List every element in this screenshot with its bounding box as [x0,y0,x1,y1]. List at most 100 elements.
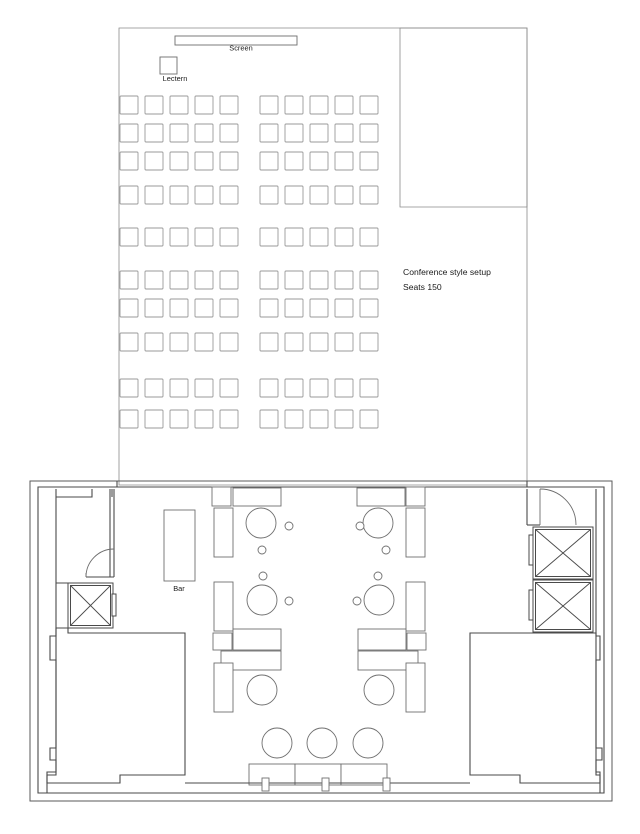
right-door-swing [539,488,577,526]
chair [359,123,379,143]
chair [284,123,304,143]
screen-fixture [174,35,298,46]
chair [194,185,214,205]
chair [334,378,354,398]
chair [219,151,239,171]
chair [169,270,189,290]
chair [309,95,329,115]
chair [334,185,354,205]
bottom-seating-row [248,727,388,786]
chair [284,298,304,318]
chair [194,332,214,352]
left-service-core [56,489,115,584]
breakout-room-outline [399,27,528,208]
chair [144,332,164,352]
chair [359,227,379,247]
lectern-label: Lectern [163,74,188,83]
chair [334,409,354,429]
elevator-right-lower [528,579,594,633]
chair [119,270,139,290]
chair [194,298,214,318]
chair [284,227,304,247]
chair [194,227,214,247]
chair [144,151,164,171]
chair [219,298,239,318]
elevator-left [67,582,117,629]
chair [284,95,304,115]
bottom-window-mullions [185,777,470,792]
chair [119,298,139,318]
chair [309,151,329,171]
chair [284,270,304,290]
bar-label: Bar [173,584,185,593]
lounge-cluster-mid-right [352,571,427,671]
chair [334,270,354,290]
setup-note-line-1: Conference style setup [403,267,491,277]
chair [259,95,279,115]
chair [259,332,279,352]
chair [259,270,279,290]
chair [119,227,139,247]
lounge-cluster-lower-left [213,662,278,713]
chair [119,185,139,205]
chair [284,151,304,171]
chair [144,378,164,398]
chair [309,409,329,429]
chair [169,409,189,429]
lower-right-room [469,632,603,784]
left-door-swing [85,548,115,578]
chair [144,298,164,318]
chair [309,270,329,290]
chair [309,332,329,352]
chair-grid [119,95,379,429]
chair [119,332,139,352]
chair [284,332,304,352]
chair [359,270,379,290]
lower-left-room [46,627,186,784]
chair [119,151,139,171]
lounge-cluster-lower-right [363,662,426,713]
chair [334,95,354,115]
chair [169,298,189,318]
chair [169,151,189,171]
bar-counter [163,509,196,582]
chair [359,298,379,318]
chair [334,123,354,143]
lounge-cluster-upper-right [355,486,426,558]
chair [194,378,214,398]
chair [359,332,379,352]
chair [169,95,189,115]
chair [334,332,354,352]
chair [334,298,354,318]
chair [194,123,214,143]
chair [144,123,164,143]
chair [259,378,279,398]
chair [334,151,354,171]
chair [144,185,164,205]
chair [334,227,354,247]
right-service-core [526,489,540,526]
chair [169,227,189,247]
chair [359,378,379,398]
chair [309,378,329,398]
chair [119,409,139,429]
chair [169,332,189,352]
screen-label: Screen [229,44,252,53]
chair [219,378,239,398]
chair [259,227,279,247]
chair [219,270,239,290]
chair [169,185,189,205]
chair [284,185,304,205]
setup-note-line-2: Seats 150 [403,282,442,292]
chair [219,227,239,247]
chair [219,185,239,205]
chair [144,95,164,115]
chair [169,378,189,398]
chair [144,409,164,429]
chair [219,95,239,115]
chair [194,95,214,115]
chair [219,332,239,352]
chair [359,185,379,205]
